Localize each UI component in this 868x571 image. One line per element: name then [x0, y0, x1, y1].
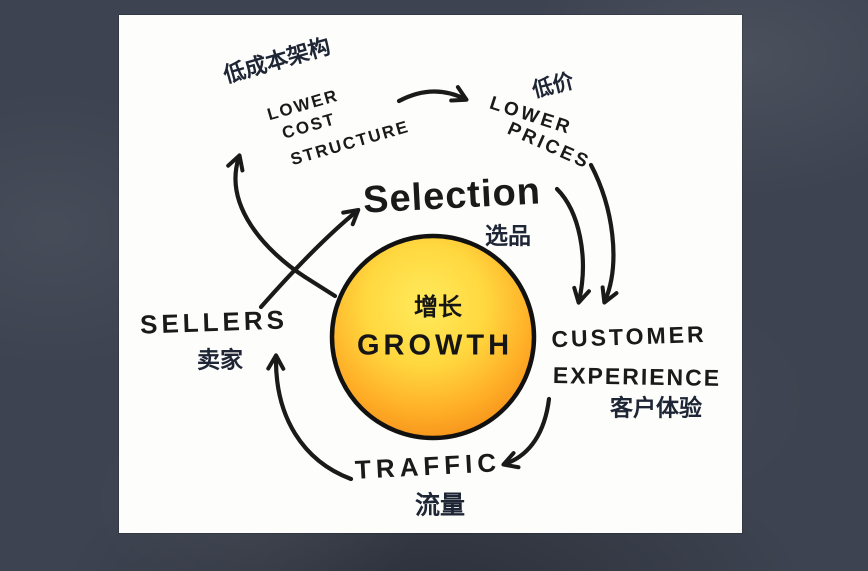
- customer-experience-zh-label: 客户体验: [610, 394, 702, 421]
- growth-label: GROWTH: [356, 329, 514, 362]
- customer-experience-label-line1: CUSTOMER: [550, 320, 707, 353]
- arrow-customer-to-traffic: [501, 396, 552, 470]
- arrow-junction-to-lowercost: [226, 153, 308, 280]
- arrow-sellers-to-selection: [258, 207, 361, 310]
- traffic-label: TRAFFIC: [354, 447, 502, 485]
- sellers-label: SELLERS: [139, 304, 289, 340]
- arrow-selection-to-customer: [554, 186, 591, 305]
- growth-zh-label: 增长: [414, 294, 462, 321]
- arrow-lowerprices-to-customer: [588, 162, 619, 305]
- traffic-zh-label: 流量: [414, 491, 466, 520]
- customer-experience-label-line2: EXPERIENCE: [552, 362, 722, 391]
- selection-label: Selection: [362, 170, 542, 222]
- sellers-to-circle-stem: [302, 274, 338, 299]
- selection-zh-label: 选品: [485, 222, 531, 249]
- arrow-traffic-to-sellers: [266, 353, 354, 482]
- sellers-zh-label: 卖家: [197, 346, 243, 373]
- growth-circle: [329, 233, 537, 441]
- flywheel-arrows-graphic: [226, 85, 619, 482]
- flywheel-diagram-card: 低成本架构 LOWER COST STRUCTURE 低价 LOWER PRIC…: [119, 15, 742, 533]
- arrow-lowercost-to-lowerprices: [396, 85, 469, 104]
